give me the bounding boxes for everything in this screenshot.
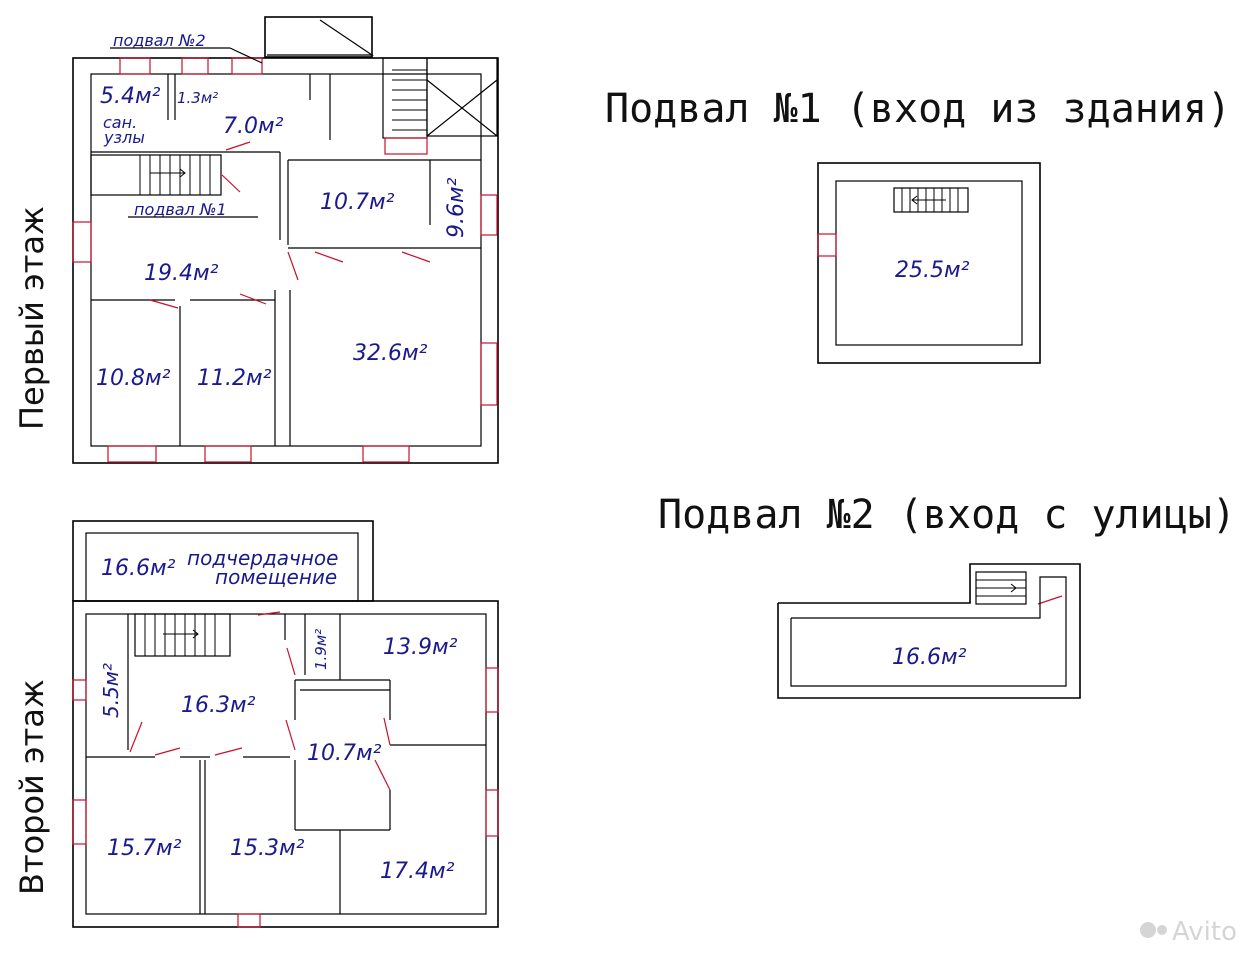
room-area-15-3: 15.3м² bbox=[230, 836, 305, 861]
attic-label-1: подчердачное bbox=[187, 546, 338, 570]
room-area-10-7-second: 10.7м² bbox=[307, 741, 382, 766]
basement1-plan: 25.5м² bbox=[817, 162, 1041, 364]
second-floor-outer-wall bbox=[72, 600, 499, 928]
room-area-32-6: 32.6м² bbox=[353, 341, 428, 366]
room-area-1-9: 1.9м² bbox=[312, 629, 330, 670]
porch bbox=[426, 57, 498, 137]
basement2-title: Подвал №2 (вход с улицы) bbox=[658, 492, 1236, 538]
second-floor-plan: 16.6м² подчердачное помещение 5.5м² 1.9м… bbox=[72, 520, 1063, 928]
room-area-16-6: 16.6м² bbox=[101, 556, 176, 581]
basement2-entrance bbox=[264, 16, 373, 58]
room-area-13-9: 13.9м² bbox=[383, 635, 458, 660]
basement2-label: подвал №2 bbox=[113, 31, 206, 50]
second-floor-stairs bbox=[134, 613, 231, 657]
basement1-stairs-plan bbox=[893, 187, 969, 213]
room-area-10-8: 10.8м² bbox=[96, 366, 171, 391]
basement2-area: 16.6м² bbox=[892, 645, 967, 670]
second-floor-inner-wall bbox=[85, 613, 487, 915]
second-floor-partitions bbox=[86, 614, 486, 914]
room-area-11-2: 11.2м² bbox=[197, 366, 272, 391]
basement2-plan: 16.6м² bbox=[777, 563, 1081, 699]
second-floor-windows bbox=[72, 667, 499, 928]
first-floor-windows bbox=[72, 57, 498, 463]
room-area-7-0: 7.0м² bbox=[223, 114, 284, 139]
bathroom-label-2: узлы bbox=[103, 128, 145, 147]
room-area-17-4: 17.4м² bbox=[380, 859, 455, 884]
room-area-5-5: 5.5м² bbox=[99, 663, 123, 718]
basement1-stairs bbox=[90, 154, 222, 196]
avito-watermark: Avito bbox=[1140, 917, 1237, 947]
room-area-19-4: 19.4м² bbox=[144, 261, 219, 286]
room-area-16-3: 16.3м² bbox=[181, 693, 256, 718]
room-area-9-6: 9.6м² bbox=[444, 177, 469, 238]
first-floor-title: Первый этаж bbox=[13, 206, 51, 430]
basement1-label: подвал №1 bbox=[134, 200, 227, 219]
room-area-10-7: 10.7м² bbox=[320, 190, 395, 215]
attic-label-2: помещение bbox=[215, 565, 337, 589]
basement1-area: 25.5м² bbox=[895, 258, 970, 283]
first-floor-plan: 5.4м² 1.3м² 7.0м² сан. узлы подвал №2 по… bbox=[72, 16, 499, 464]
basement1-title: Подвал №1 (вход из здания) bbox=[605, 86, 1231, 132]
avito-logo-icon bbox=[1140, 922, 1156, 938]
second-floor-title: Второй этаж bbox=[13, 679, 51, 895]
room-area-15-7: 15.7м² bbox=[107, 836, 182, 861]
room-area-1-3: 1.3м² bbox=[177, 89, 218, 107]
room-area-5-4: 5.4м² bbox=[100, 84, 161, 109]
bathroom-label-1: сан. bbox=[103, 113, 137, 132]
avito-text: Avito bbox=[1172, 917, 1237, 947]
first-floor-partitions bbox=[91, 74, 481, 446]
